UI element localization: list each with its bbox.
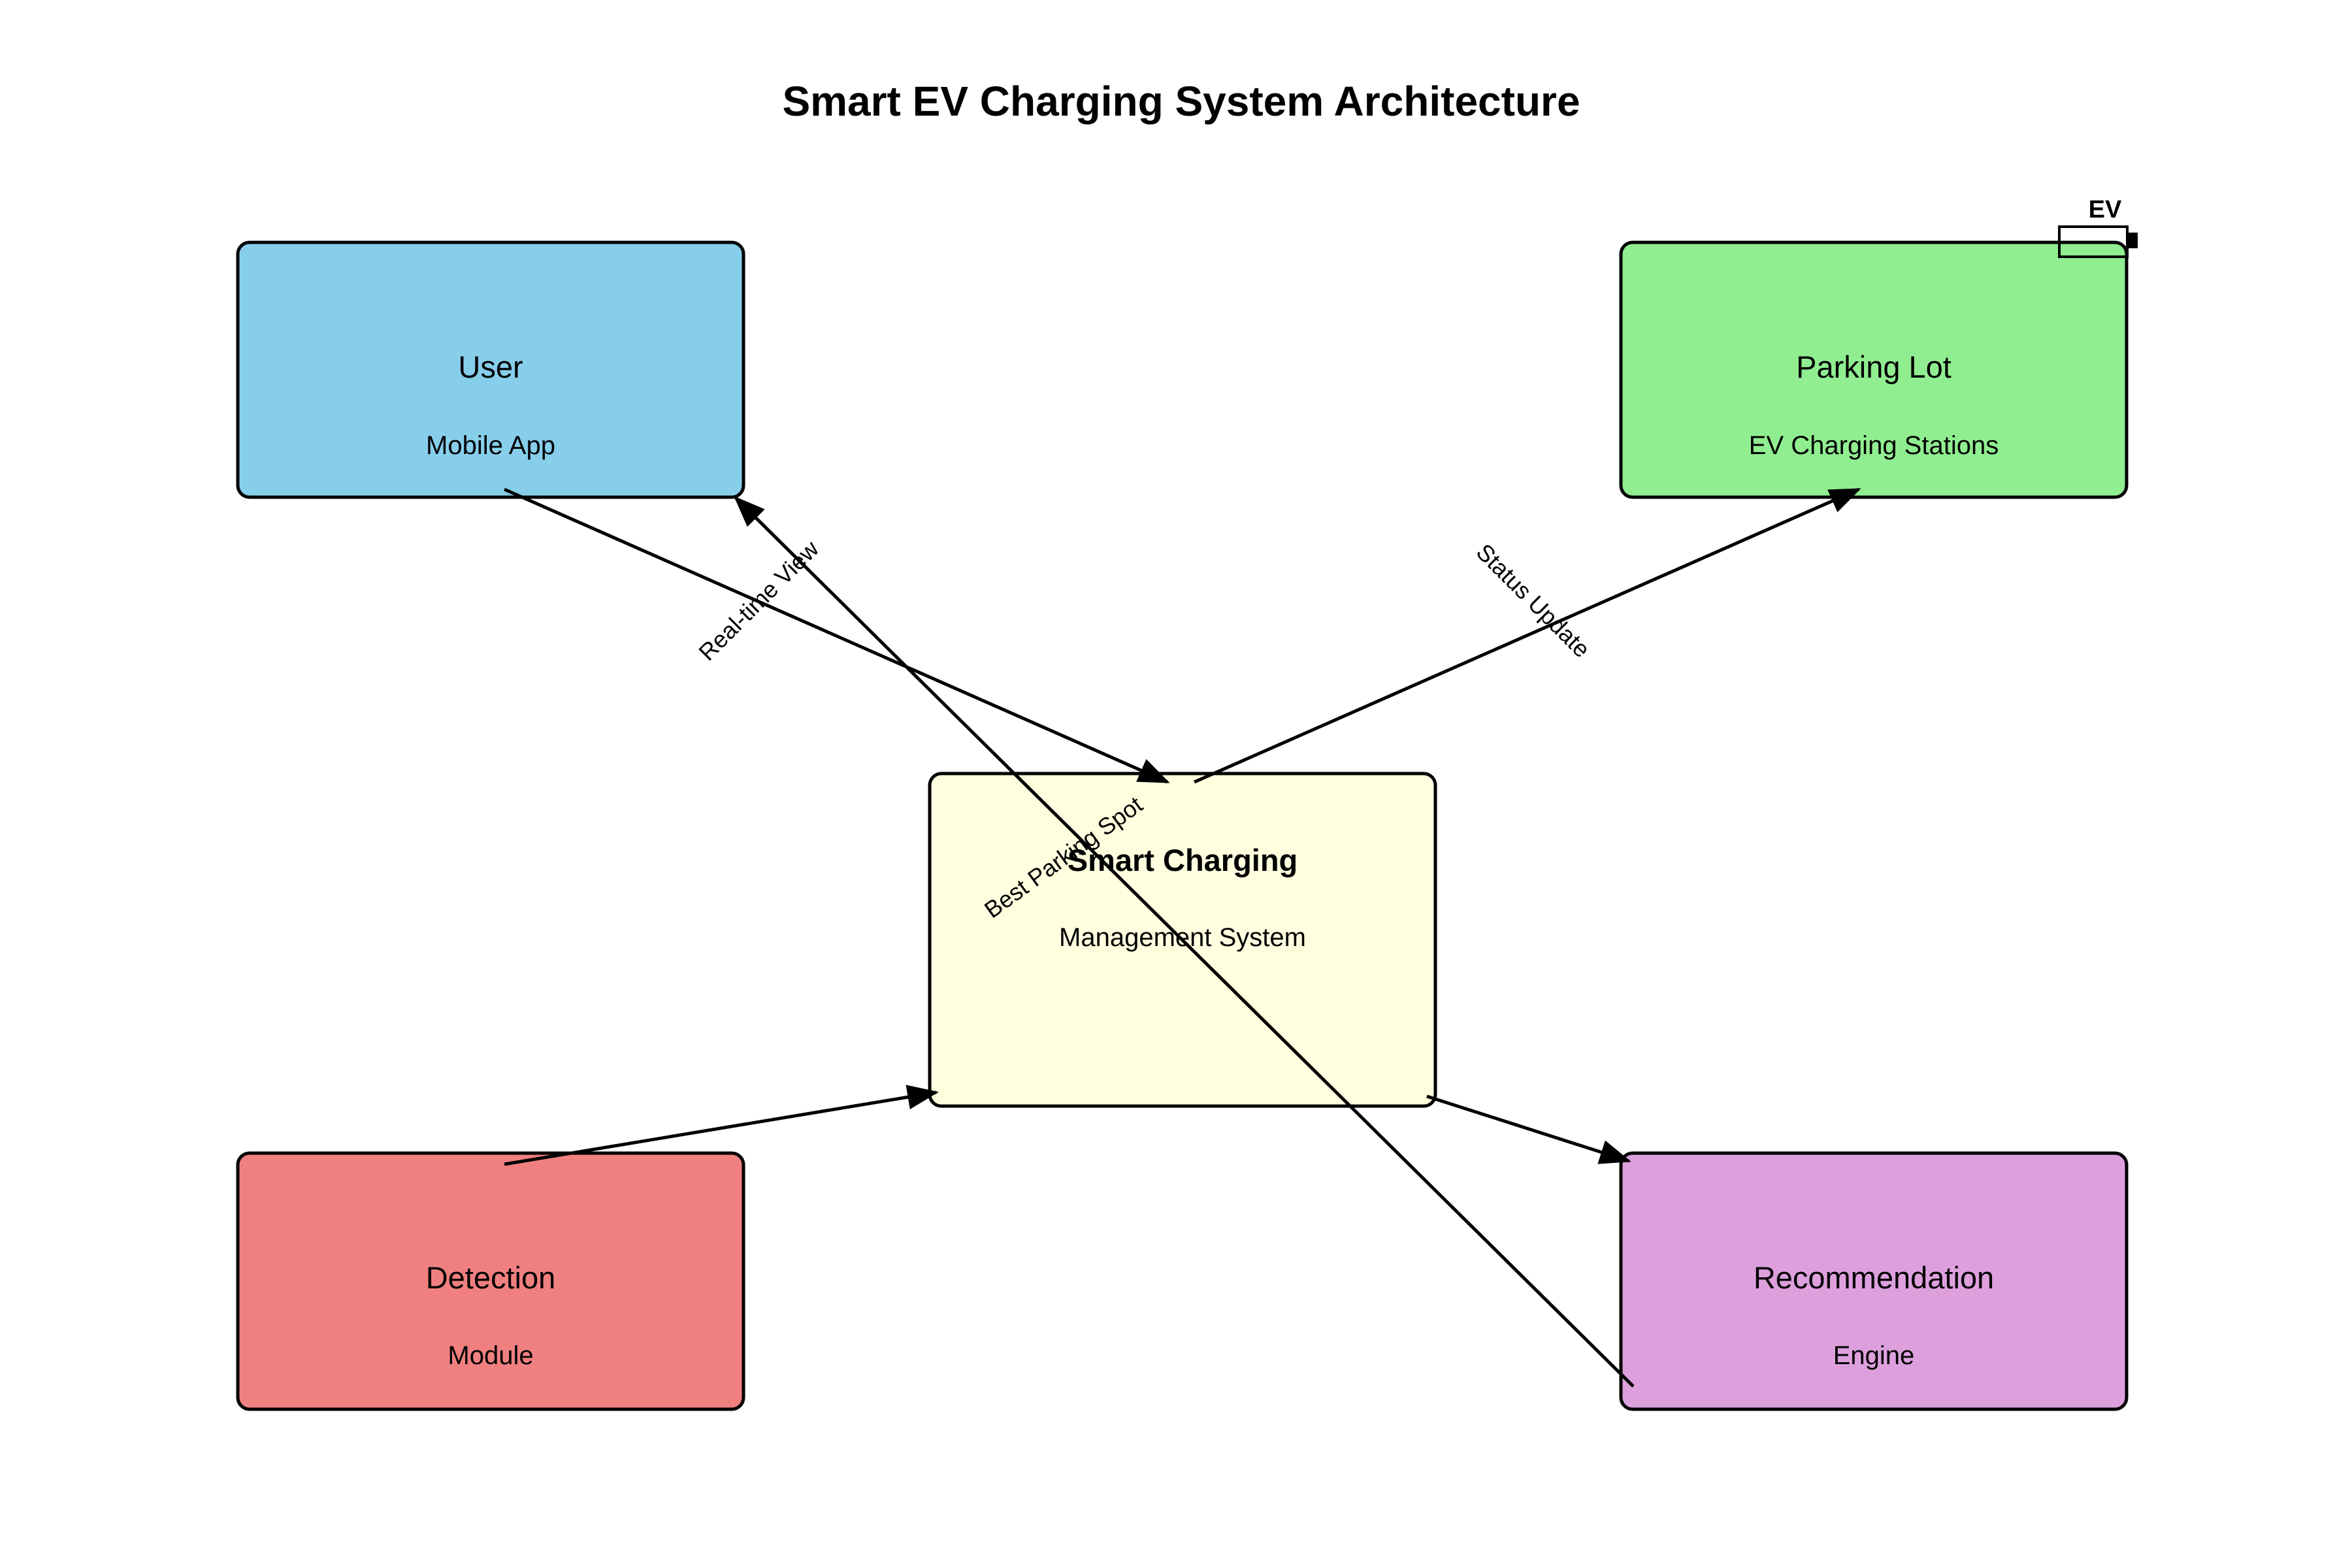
- detection-subtitle: Module: [448, 1341, 533, 1370]
- user-box: [236, 240, 745, 499]
- parking-lot-subtitle: EV Charging Stations: [1749, 431, 1999, 460]
- smart-charging-title: Smart Charging: [1068, 843, 1298, 877]
- user-subtitle: Mobile App: [426, 431, 555, 460]
- user-node: User Mobile App: [236, 240, 745, 499]
- recommendation-box: [1619, 1151, 2129, 1411]
- edge-label-status: Status Update: [1471, 538, 1595, 662]
- ev-battery-icon: EV: [2058, 196, 2138, 258]
- smart-charging-subtitle: Management System: [1059, 923, 1306, 952]
- edge-user-to-central: [503, 487, 1170, 784]
- parking-lot-node: Parking Lot EV Charging Stations: [1619, 240, 2129, 499]
- edge-central-to-parking: [1193, 487, 1861, 784]
- detection-title: Detection: [426, 1260, 556, 1295]
- edge-recommendation-to-user: [734, 496, 1635, 1388]
- edge-label-realtime: Real-time View: [693, 535, 824, 666]
- recommendation-subtitle: Engine: [1833, 1341, 1915, 1370]
- edge-central-to-recommendation: [1426, 1094, 1631, 1164]
- parking-lot-box: [1619, 240, 2129, 499]
- detection-node: Detection Module: [236, 1151, 745, 1411]
- edge-detection-to-central: [504, 1085, 939, 1166]
- detection-box: [236, 1151, 745, 1411]
- user-title: User: [458, 350, 523, 384]
- parking-lot-title: Parking Lot: [1796, 350, 1952, 384]
- diagram-title: Smart EV Charging System Architecture: [782, 78, 1580, 125]
- ev-label: EV: [2089, 196, 2122, 223]
- recommendation-node: Recommendation Engine: [1619, 1151, 2129, 1411]
- recommendation-title: Recommendation: [1754, 1260, 1994, 1295]
- ev-battery-terminal: [2127, 233, 2138, 248]
